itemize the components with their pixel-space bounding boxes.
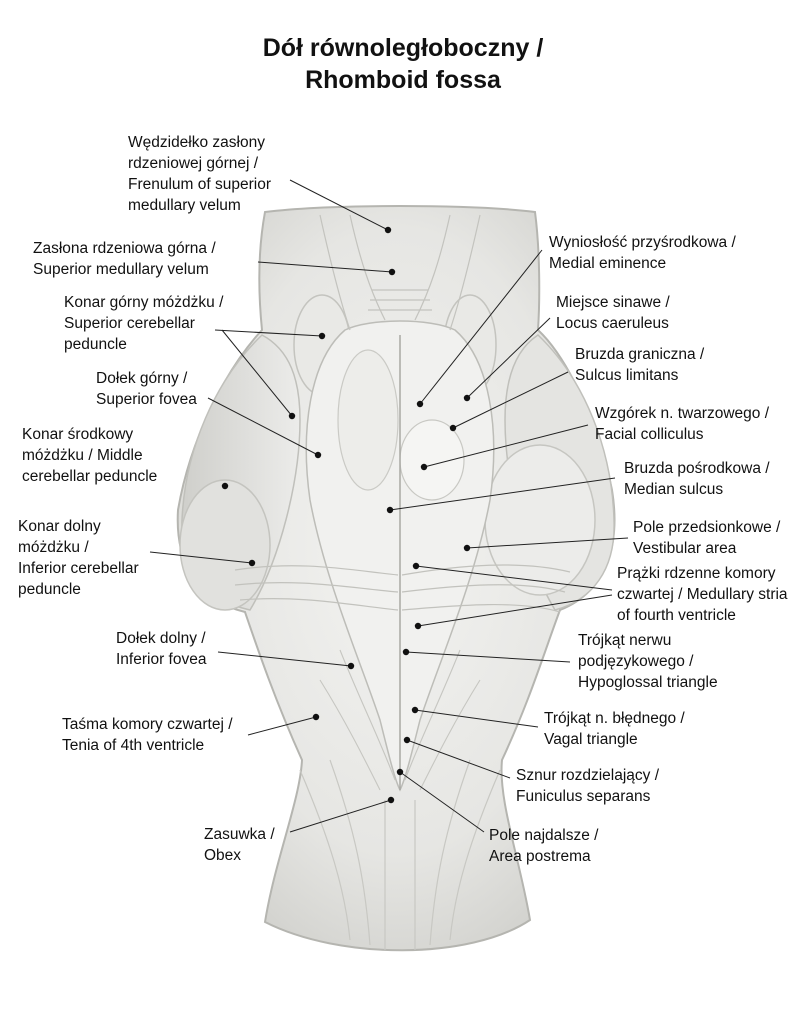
- label-median-sulcus: Bruzda pośrodkowa / Median sulcus: [624, 460, 770, 498]
- medulla-columns: [299, 759, 501, 950]
- label-superior-medullary-velum: Zasłona rdzeniowa górna / Superior medul…: [33, 240, 216, 278]
- title-line-2: Rhomboid fossa: [305, 66, 501, 94]
- label-inferior-fovea: Dołek dolny / Inferior fovea: [116, 630, 207, 668]
- label-medullary-striae: Prążki rdzenne komory czwartej / Medulla…: [617, 565, 788, 624]
- label-medial-eminence: Wyniosłość przyśrodkowa / Medial eminenc…: [549, 234, 736, 272]
- label-obex: Zasuwka / Obex: [204, 826, 275, 864]
- label-frenulum: Wędzidełko zasłony rdzeniowej górnej / F…: [128, 134, 272, 214]
- striae-lines: [234, 564, 571, 613]
- label-hypoglossal-triangle: Trójkąt nerwu podjęzykowego / Hypoglossa…: [578, 632, 718, 691]
- medial-eminence-bulge: [337, 349, 399, 491]
- label-inferior-cerebellar-peduncle: Konar dolny móżdżku / Inferior cerebella…: [18, 518, 139, 598]
- label-superior-fovea: Dołek górny / Superior fovea: [96, 370, 197, 408]
- label-middle-cerebellar-peduncle: Konar środkowy móżdżku / Middle cerebell…: [22, 426, 158, 485]
- right-vestibular-bulge: [484, 444, 596, 596]
- left-inferior-peduncle-bulge: [179, 479, 271, 611]
- label-superior-cerebellar-peduncle: Konar górny móżdżku / Superior cerebella…: [64, 294, 224, 353]
- velum-ridges: [319, 214, 481, 331]
- label-vagal-triangle: Trójkąt n. błędnego / Vagal triangle: [544, 710, 685, 748]
- label-vestibular-area: Pole przedsionkowe / Vestibular area: [633, 519, 781, 557]
- label-tenia: Taśma komory czwartej / Tenia of 4th ven…: [62, 716, 233, 754]
- label-facial-colliculus: Wzgórek n. twarzowego / Facial colliculu…: [595, 405, 770, 443]
- facial-colliculus-bulge: [399, 419, 465, 501]
- leader-dots: [221, 226, 471, 804]
- label-area-postrema: Pole najdalsze / Area postrema: [489, 827, 599, 865]
- title-line-1: Dół równoległoboczny /: [262, 34, 544, 62]
- leader-lines: [149, 179, 629, 833]
- label-funiculus-separans: Sznur rozdzielający / Funiculus separans: [516, 767, 660, 805]
- label-locus-caeruleus: Miejsce sinawe / Locus caeruleus: [556, 294, 670, 332]
- page-title: Dół równoległoboczny / Rhomboid fossa: [0, 32, 806, 96]
- inferior-fossa-lines: [319, 649, 481, 791]
- label-sulcus-limitans: Bruzda graniczna / Sulcus limitans: [575, 346, 705, 384]
